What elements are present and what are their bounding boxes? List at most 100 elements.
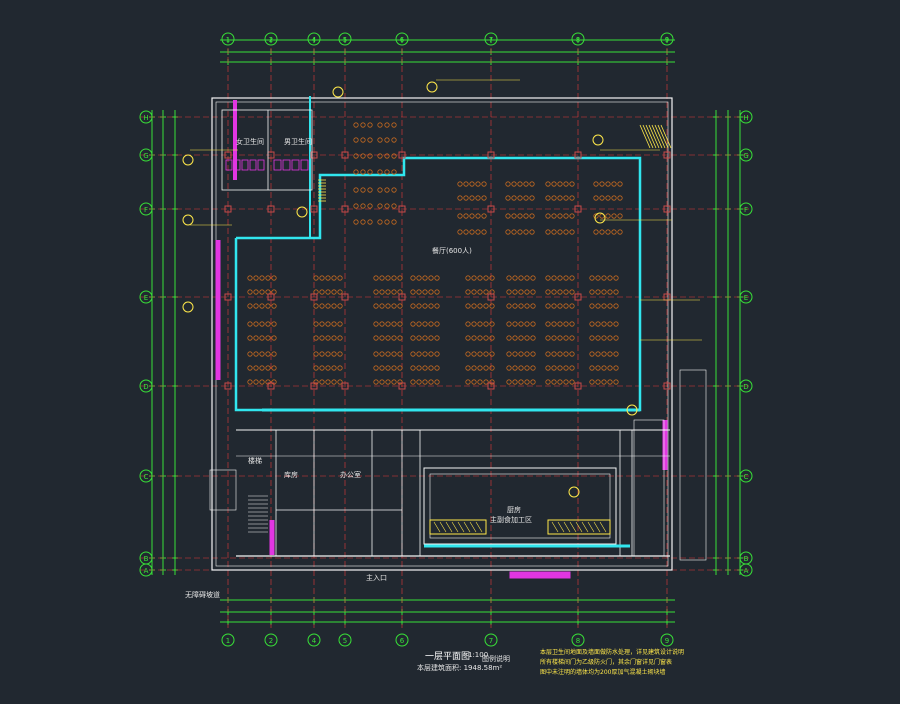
- dining-chair-96: [379, 321, 385, 327]
- dining-chair-188: [483, 351, 489, 357]
- dining-chair-186: [471, 351, 477, 357]
- dining-chair-184: [489, 335, 495, 341]
- dining-chair-4: [271, 275, 277, 281]
- dining-chair-140: [410, 335, 416, 341]
- dining-chair-333: [475, 213, 481, 219]
- dining-chair-75: [313, 379, 319, 385]
- dining-chair-348: [523, 195, 529, 201]
- dining-chair-22: [259, 335, 265, 341]
- dining-chair-428: [384, 153, 390, 159]
- dining-chair-212: [518, 303, 524, 309]
- dining-chair-278: [563, 379, 569, 385]
- structural-column-2-3: [310, 382, 318, 390]
- axis-bubble-right-H: [739, 110, 753, 124]
- dining-chair-426: [391, 137, 397, 143]
- dining-chair-360: [545, 181, 551, 187]
- dining-chair-273: [563, 365, 569, 371]
- dining-chair-158: [428, 379, 434, 385]
- dining-chair-376: [551, 229, 557, 235]
- dining-chair-137: [422, 321, 428, 327]
- kitchen-inner: [429, 473, 611, 539]
- dining-chair-255: [545, 321, 551, 327]
- dining-chair-189: [489, 351, 495, 357]
- dining-chair-54: [337, 303, 343, 309]
- dining-chair-409: [353, 169, 359, 175]
- dining-chair-424: [377, 137, 383, 143]
- dining-chair-367: [557, 195, 563, 201]
- dining-chair-404: [360, 137, 366, 143]
- dining-chair-247: [557, 289, 563, 295]
- dining-chair-164: [489, 275, 495, 281]
- dining-chair-395: [593, 229, 599, 235]
- annotation-bubble-1: [182, 214, 194, 226]
- dining-chair-52: [325, 303, 331, 309]
- dining-chair-399: [617, 229, 623, 235]
- annotation-bubble-4: [594, 212, 606, 224]
- structural-column-4-3: [398, 382, 406, 390]
- dining-chair-157: [422, 379, 428, 385]
- dining-chair-280: [589, 275, 595, 281]
- counter-hatch-b-6: [587, 521, 595, 533]
- dining-chair-387: [605, 195, 611, 201]
- dining-chair-73: [331, 365, 337, 371]
- dining-chair-386: [599, 195, 605, 201]
- dining-chair-420: [367, 219, 373, 225]
- dining-chair-349: [529, 195, 535, 201]
- dining-chair-53: [331, 303, 337, 309]
- dining-chair-241: [551, 275, 557, 281]
- dining-chair-396: [599, 229, 605, 235]
- dining-chair-357: [517, 229, 523, 235]
- dining-chair-181: [471, 335, 477, 341]
- dining-chair-42: [325, 275, 331, 281]
- dining-chair-359: [529, 229, 535, 235]
- dining-chair-111: [379, 365, 385, 371]
- dining-chair-343: [523, 181, 529, 187]
- dining-chair-16: [253, 321, 259, 327]
- dining-chair-308: [607, 351, 613, 357]
- dining-chair-225: [506, 351, 512, 357]
- axis-bubble-left-D: [139, 379, 153, 393]
- dining-chair-40: [313, 275, 319, 281]
- axis-bubble-top-5-label: 5: [343, 36, 347, 44]
- dining-chair-48: [331, 289, 337, 295]
- counter-hatch-b-0: [551, 521, 559, 533]
- axis-bubble-right-D: [739, 379, 753, 393]
- dining-chair-363: [563, 181, 569, 187]
- dining-chair-101: [379, 335, 385, 341]
- dining-chair-246: [551, 289, 557, 295]
- drawing-note-3: 图中未注明的墙体均为200厚加气混凝土砌块墙: [540, 669, 666, 676]
- axis-bubble-bottom-5-label: 5: [343, 637, 347, 645]
- dining-chair-175: [465, 321, 471, 327]
- dining-chair-100: [373, 335, 379, 341]
- dining-chair-324: [481, 181, 487, 187]
- dining-chair-102: [385, 335, 391, 341]
- dining-chair-110: [373, 365, 379, 371]
- structural-column-6-1: [574, 205, 582, 213]
- dining-chair-293: [607, 303, 613, 309]
- dining-chair-262: [557, 335, 563, 341]
- dining-chair-83: [391, 275, 397, 281]
- dining-chair-185: [465, 351, 471, 357]
- dining-chair-26: [253, 351, 259, 357]
- room-label-storage: 库房: [284, 471, 298, 479]
- dining-chair-149: [434, 351, 440, 357]
- dining-chair-76: [319, 379, 325, 385]
- dining-chair-410: [360, 169, 366, 175]
- toilet-stall-m-2: [291, 159, 300, 171]
- counter-hatch-b-8: [599, 521, 607, 533]
- dining-chair-148: [428, 351, 434, 357]
- dining-chair-226: [512, 351, 518, 357]
- dining-chair-338: [475, 229, 481, 235]
- annotation-bubble-8: [332, 86, 344, 98]
- dining-chair-371: [551, 213, 557, 219]
- room-label-office: 办公室: [340, 471, 361, 479]
- dining-chair-202: [518, 275, 524, 281]
- dining-chair-112: [385, 365, 391, 371]
- dining-chair-142: [422, 335, 428, 341]
- dining-chair-120: [410, 275, 416, 281]
- dining-chair-218: [524, 321, 530, 327]
- dining-chair-64: [337, 335, 343, 341]
- dining-chair-390: [593, 213, 599, 219]
- dining-chair-170: [465, 303, 471, 309]
- dining-chair-318: [607, 379, 613, 385]
